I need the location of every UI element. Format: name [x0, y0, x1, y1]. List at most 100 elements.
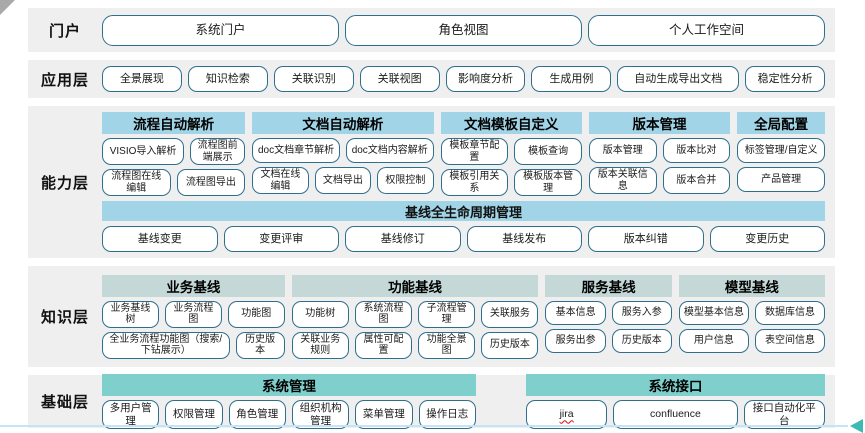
button[interactable]: 基线变更	[102, 226, 218, 252]
button[interactable]: 权限管理	[165, 400, 223, 429]
group-buttons-row: 标签管理/自定义	[737, 138, 826, 163]
button[interactable]: 模型基本信息	[678, 300, 749, 325]
button[interactable]: 用户信息	[678, 328, 749, 353]
button[interactable]: 变更评审	[223, 226, 339, 252]
button[interactable]: 功能图	[227, 300, 285, 328]
group-header-system-interface: 系统接口	[525, 374, 825, 397]
button[interactable]: 数据库信息	[754, 300, 825, 325]
group-buttons-row: 文档在线编辑文档导出权限控制	[252, 167, 434, 194]
button[interactable]: 版本纠错	[588, 226, 704, 252]
group-header-business-baseline: 业务基线	[102, 274, 285, 297]
button[interactable]: 系统流程图	[354, 300, 413, 328]
group-model-baseline: 模型基线模型基本信息数据库信息用户信息表空间信息	[678, 274, 825, 359]
group-buttons-row: 关联业务规则属性可配置功能全景图历史版本	[291, 331, 539, 359]
button[interactable]: 流程图前端展示	[190, 138, 246, 165]
button[interactable]: 子流程管理	[418, 300, 476, 328]
group-buttons-row: 版本管理版本比对	[588, 138, 731, 163]
button[interactable]: 文档导出	[314, 167, 372, 194]
group-global-config: 全局配置标签管理/自定义产品管理	[737, 112, 826, 196]
button[interactable]: 标签管理/自定义	[737, 138, 826, 163]
button[interactable]: 影响度分析	[445, 66, 526, 92]
button[interactable]: 知识检索	[187, 66, 268, 92]
group-buttons-row: 流程图在线编辑流程图导出	[102, 169, 246, 196]
button[interactable]: 组织机构管理	[291, 400, 350, 429]
button[interactable]: 服务出参	[545, 328, 606, 353]
button[interactable]: 流程图导出	[176, 169, 246, 196]
button[interactable]: 关联服务	[481, 300, 539, 328]
group-buttons-row: 全业务流程功能图（搜索/下钻展示）历史版本	[102, 331, 285, 359]
button[interactable]: 基线发布	[466, 226, 582, 252]
button[interactable]: 接口自动化平台	[743, 400, 825, 429]
button[interactable]: 全业务流程功能图（搜索/下钻展示）	[102, 331, 230, 359]
group-service-baseline: 服务基线基本信息服务入参服务出参历史版本	[545, 274, 672, 359]
group-buttons-row: 功能树系统流程图子流程管理关联服务	[291, 300, 539, 328]
button[interactable]: 功能树	[291, 300, 349, 328]
button[interactable]: 菜单管理	[355, 400, 413, 429]
button[interactable]: 权限控制	[377, 167, 434, 194]
button[interactable]: doc文档章节解析	[252, 138, 340, 163]
baseline-buttons: 基线变更变更评审基线修订基线发布版本纠错变更历史	[102, 226, 825, 252]
layer-label-knowledge: 知识层	[40, 309, 89, 326]
button[interactable]: 服务入参	[611, 300, 672, 325]
button[interactable]: 模板版本管理	[514, 169, 582, 196]
group-buttons-row: 模板引用关系模板版本管理	[440, 169, 582, 196]
button[interactable]: 稳定性分析	[745, 66, 826, 92]
layer-app: 应用层全景展现知识检索关联识别关联视图影响度分析生成用例自动生成导出文档稳定性分…	[28, 60, 835, 98]
button[interactable]: 关联视图	[359, 66, 440, 92]
group-buttons-row: 模型基本信息数据库信息	[678, 300, 825, 325]
button[interactable]: 文档在线编辑	[252, 167, 309, 194]
group-buttons-row: 版本关联信息版本合并	[588, 167, 731, 194]
button[interactable]: 角色视图	[345, 14, 582, 46]
button[interactable]: 操作日志	[418, 400, 476, 429]
button[interactable]: 关联识别	[273, 66, 354, 92]
button[interactable]: doc文档内容解析	[345, 138, 434, 163]
button[interactable]: 模板查询	[514, 138, 582, 165]
button[interactable]: 业务基线树	[102, 300, 159, 328]
banner-baseline-lifecycle: 基线全生命周期管理	[102, 201, 825, 221]
button[interactable]: 版本管理	[588, 138, 657, 163]
group-buttons-row: 产品管理	[737, 167, 826, 192]
button[interactable]: 属性可配置	[354, 331, 413, 359]
button[interactable]: 个人工作空间	[588, 14, 825, 46]
button[interactable]: 系统门户	[102, 14, 339, 46]
button[interactable]: 表空间信息	[754, 328, 825, 353]
button[interactable]: 版本关联信息	[588, 167, 657, 194]
button[interactable]: 生成用例	[531, 66, 612, 92]
button[interactable]: 流程图在线编辑	[102, 169, 171, 196]
button[interactable]: confluence	[613, 400, 738, 429]
button[interactable]: 基线修订	[345, 226, 461, 252]
corner-fold-icon	[0, 0, 15, 15]
button[interactable]: 模板章节配置	[440, 138, 509, 165]
button[interactable]: 自动生成导出文档	[617, 66, 740, 92]
button[interactable]: 版本合并	[662, 167, 731, 194]
button[interactable]: 历史版本	[235, 331, 285, 359]
button[interactable]: 关联业务规则	[291, 331, 349, 359]
button[interactable]: 变更历史	[709, 226, 825, 252]
knowledge-groups: 业务基线业务基线树业务流程图功能图全业务流程功能图（搜索/下钻展示）历史版本功能…	[102, 274, 825, 359]
button[interactable]: 功能全景图	[418, 331, 476, 359]
button[interactable]: 全景展现	[102, 66, 182, 92]
group-buttons-row: VISIO导入解析流程图前端展示	[102, 138, 246, 165]
portal-content: 系统门户角色视图个人工作空间	[102, 14, 825, 46]
group-header-doc-template-custom: 文档模板自定义	[440, 112, 582, 134]
button[interactable]: 基本信息	[545, 300, 606, 325]
button[interactable]: 角色管理	[228, 400, 286, 429]
layer-label-app: 应用层	[40, 71, 89, 89]
group-buttons-row: 模板章节配置模板查询	[440, 138, 582, 165]
button[interactable]: VISIO导入解析	[102, 138, 185, 165]
button[interactable]: 产品管理	[737, 167, 826, 192]
button[interactable]: 版本比对	[662, 138, 731, 163]
button[interactable]: 业务流程图	[164, 300, 222, 328]
button[interactable]: 历史版本	[481, 331, 539, 359]
button[interactable]: 多用户管理	[102, 400, 160, 429]
button[interactable]: jira	[525, 400, 608, 429]
group-header-function-baseline: 功能基线	[291, 274, 539, 297]
button[interactable]: 历史版本	[611, 328, 672, 353]
app-buttons: 全景展现知识检索关联识别关联视图影响度分析生成用例自动生成导出文档稳定性分析	[102, 66, 826, 92]
arrow-left-icon	[850, 419, 863, 433]
button[interactable]: 模板引用关系	[440, 169, 509, 196]
